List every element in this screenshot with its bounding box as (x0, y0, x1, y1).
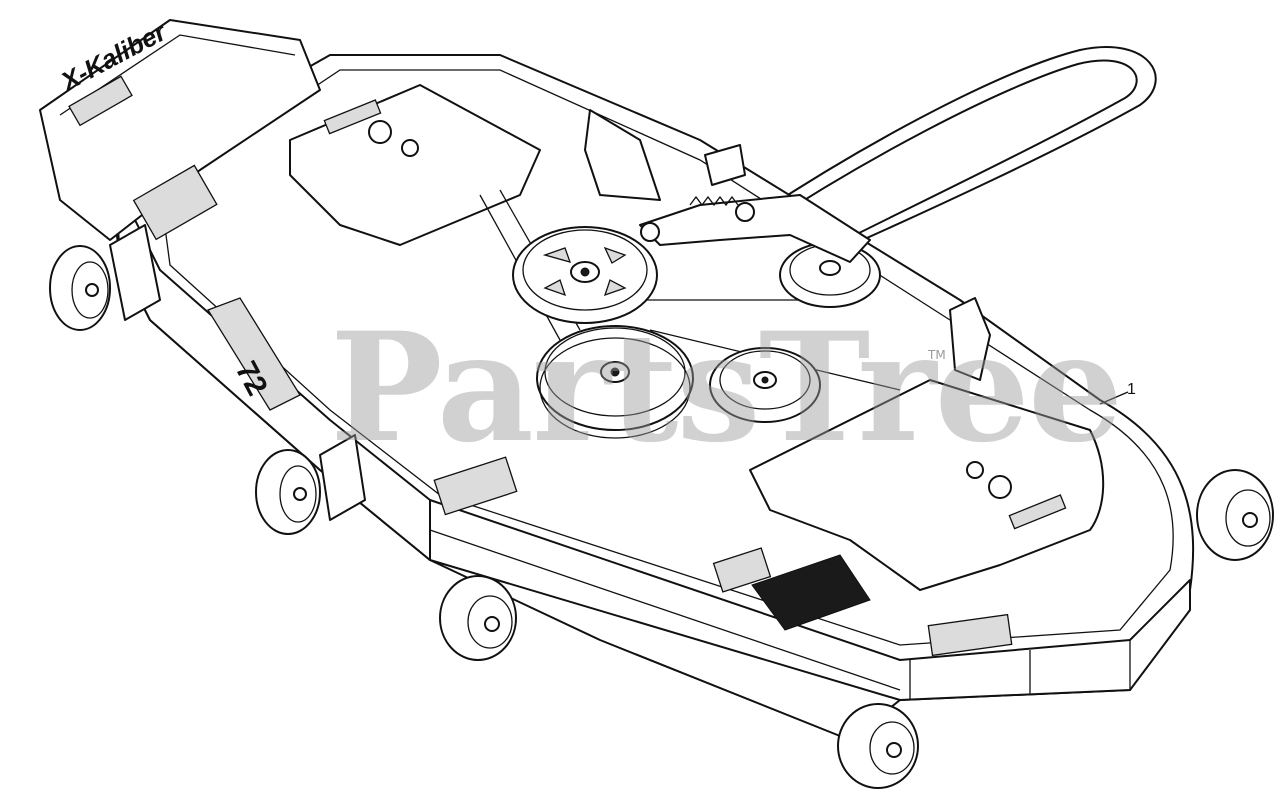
deck-label-plate (207, 297, 301, 411)
wheel-front-left (439, 575, 517, 661)
callout-label: 1 (1127, 381, 1136, 398)
idler-arm (639, 194, 871, 263)
center-spindle-pulley (536, 325, 694, 439)
info-decal (433, 456, 518, 516)
wheel-rear-left (49, 224, 161, 331)
cover-handle (323, 99, 382, 135)
spring-bracket (704, 144, 746, 186)
arm-pivot (640, 222, 660, 242)
side-bracket (949, 297, 991, 381)
callout-leader (1099, 391, 1129, 405)
upper-spindle-pulley (512, 226, 658, 324)
cover-handle (1008, 494, 1067, 530)
rear-housing (39, 19, 321, 241)
grip-plate (751, 554, 871, 631)
deck-top-edge (159, 69, 1174, 646)
idler-pulley (709, 347, 821, 423)
wheel-front-center (837, 703, 919, 789)
arm-pivot (735, 202, 755, 222)
safety-decal (927, 613, 1013, 657)
safety-decal (132, 164, 218, 241)
drive-belt-loop-inner (734, 59, 1138, 246)
rear-bracket (584, 109, 661, 201)
cover-knob (368, 120, 392, 144)
wheel-mid-left (255, 434, 366, 535)
wheel-front-right (1196, 469, 1274, 561)
cover-knob (988, 475, 1012, 499)
tension-spring (689, 195, 739, 207)
skirt-line (429, 529, 901, 691)
brand-plate (68, 75, 133, 127)
drive-belt-loop (719, 46, 1157, 251)
right-spindle-pulley (779, 242, 881, 308)
info-decal (712, 547, 772, 593)
cover-bolt (401, 139, 419, 157)
trademark-mark: TM (928, 348, 946, 362)
right-pulley-cover (749, 379, 1105, 591)
cover-bolt (966, 461, 984, 479)
